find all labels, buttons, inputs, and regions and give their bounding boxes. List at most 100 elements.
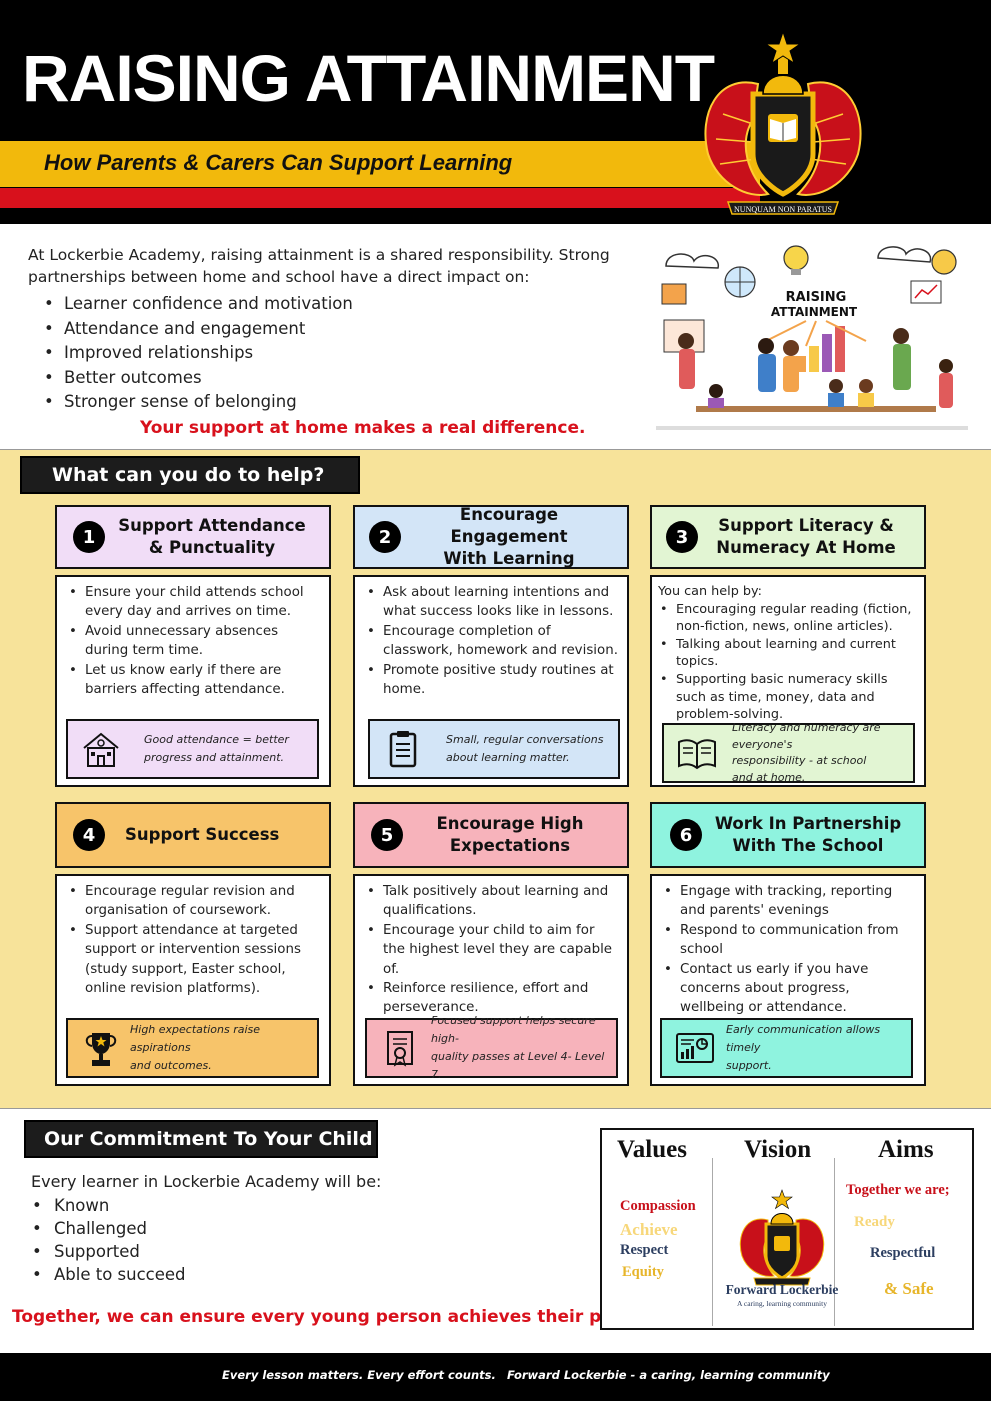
vision-heading: Vision (744, 1136, 812, 1163)
illustration-title-line2: ATTAINMENT (771, 305, 858, 319)
note-line: responsibility - at school (732, 754, 867, 767)
card-header-literacy: 3 Support Literacy & Numeracy At Home (650, 505, 926, 569)
list-item: Challenged (32, 1217, 186, 1240)
card-number: 6 (670, 819, 702, 851)
card-title: Support Attendance & Punctuality (105, 515, 329, 559)
note-line: and at home. (732, 770, 806, 784)
card-note-success: High expectations raise aspirations and … (66, 1018, 319, 1078)
note-text: Literacy and numeracy are everyone's res… (732, 720, 913, 786)
card-title: Encourage High Expectations (403, 813, 627, 857)
card-note-partnership: Early communication allows timely suppor… (660, 1018, 913, 1078)
card-title: Support Literacy & Numeracy At Home (698, 515, 924, 559)
card-note-attendance: Good attendance = better progress and at… (66, 719, 319, 779)
note-text: Focused support helps secure high- quali… (431, 1012, 616, 1084)
note-line: and outcomes. (130, 1059, 212, 1072)
card-title-line: Numeracy At Home (716, 538, 896, 557)
aims-heading: Aims (878, 1136, 934, 1163)
note-line: Good attendance = better (144, 733, 289, 746)
note-line: High expectations raise aspirations (130, 1023, 261, 1054)
note-text: Small, regular conversations about learn… (446, 731, 603, 767)
values-vision-aims-panel: Values Vision Aims Compassion Achieve Re… (600, 1128, 974, 1330)
column-divider (834, 1158, 835, 1326)
card-title-line: Encourage Engagement (450, 505, 568, 546)
card-number: 2 (369, 521, 401, 553)
commitment-callout: Together, we can ensure every young pers… (12, 1307, 683, 1327)
list-item: Ask about learning intentions and what s… (365, 583, 619, 622)
card-title-line: Encourage High (436, 814, 584, 833)
card-title-line: With Learning (443, 549, 575, 568)
card-title-line: Support Success (125, 825, 280, 844)
list-item: Talking about learning and current topic… (658, 636, 916, 671)
value-respect: Respect (620, 1242, 669, 1258)
book-icon (678, 739, 716, 770)
school-crest-icon: NUNQUAM NON PARATUS (704, 30, 862, 215)
list-item: Ensure your child attends school every d… (67, 583, 321, 622)
list-item: Able to succeed (32, 1263, 186, 1286)
list-item: Promote positive study routines at home. (365, 661, 619, 700)
aim-safe: & Safe (884, 1279, 934, 1298)
card-number: 3 (666, 521, 698, 553)
values-heading: Values (617, 1136, 687, 1163)
subtitle-band (0, 141, 760, 187)
card-note-expectations: Focused support helps secure high- quali… (365, 1014, 618, 1081)
list-item: Supported (32, 1240, 186, 1263)
list-item: Improved relationships (44, 341, 353, 366)
card-title-line: & Punctuality (148, 538, 276, 557)
card-body-attendance: Ensure your child attends school every d… (55, 575, 331, 787)
dashboard-icon (676, 1033, 714, 1063)
page-title: RAISING ATTAINMENT (22, 41, 715, 115)
note-line: Early communication allows timely (726, 1023, 881, 1054)
list-item: Known (32, 1194, 186, 1217)
card-title-line: With The School (732, 836, 884, 855)
card-title-line: Expectations (449, 836, 571, 855)
footer-slogan: Every lesson matters. Every effort count… (222, 1368, 496, 1382)
list-item: Encourage completion of classwork, homew… (365, 622, 619, 661)
aim-respectful: Respectful (870, 1245, 936, 1261)
card-header-partnership: 6 Work In Partnership With The School (650, 802, 926, 868)
red-stripe (0, 188, 760, 208)
commitment-intro: Every learner in Lockerbie Academy will … (31, 1172, 382, 1191)
note-text: High expectations raise aspirations and … (130, 1021, 317, 1075)
note-line: about learning matter. (446, 751, 570, 764)
list-item: Encouraging regular reading (fiction, no… (658, 601, 916, 636)
commitment-list: Known Challenged Supported Able to succe… (32, 1194, 186, 1286)
note-text: Early communication allows timely suppor… (726, 1021, 911, 1075)
list-item: Respond to communication from school (662, 921, 916, 960)
card-title-line: Support Literacy & (718, 516, 894, 535)
card-number: 5 (371, 819, 403, 851)
value-equity: Equity (622, 1264, 664, 1280)
list-item: Encourage regular revision and organisat… (67, 882, 321, 921)
aims-intro: Together we are; (846, 1182, 950, 1198)
commitment-heading: Our Commitment To Your Child (24, 1120, 378, 1158)
trophy-icon (85, 1033, 117, 1066)
card-title: Work In Partnership With The School (702, 813, 924, 857)
note-line: Literacy and numeracy are everyone's (732, 721, 881, 751)
note-line: support. (726, 1059, 772, 1072)
column-divider (712, 1158, 713, 1326)
list-item: Encourage your child to aim for the high… (365, 921, 619, 979)
card-header-success: 4 Support Success (55, 802, 331, 868)
list-item: Support attendance at targeted support o… (67, 921, 321, 999)
impact-list: Learner confidence and motivation Attend… (44, 292, 353, 415)
note-line: Small, regular conversations (446, 733, 604, 746)
card-note-engagement: Small, regular conversations about learn… (368, 719, 620, 779)
card-number: 4 (73, 819, 105, 851)
card-title: Encourage Engagement With Learning (401, 504, 627, 570)
page-subtitle: How Parents & Carers Can Support Learnin… (44, 150, 513, 175)
list-item: Better outcomes (44, 366, 353, 391)
intro-paragraph: At Lockerbie Academy, raising attainment… (28, 246, 610, 286)
vision-tagline: A caring, learning community (737, 1299, 827, 1308)
classroom-illustration-icon: RAISING ATTAINMENT (656, 236, 968, 446)
card-lead: You can help by: (658, 584, 762, 599)
crest-motto: NUNQUAM NON PARATUS (734, 205, 832, 214)
card-title-line: Work In Partnership (714, 814, 902, 833)
list-item: Supporting basic numeracy skills such as… (658, 671, 916, 724)
clipboard-icon (389, 731, 417, 768)
card-header-attendance: 1 Support Attendance & Punctuality (55, 505, 331, 569)
footer-tagline: Forward Lockerbie - a caring, learning c… (507, 1368, 830, 1382)
card-header-engagement: 2 Encourage Engagement With Learning (353, 505, 629, 569)
card-note-literacy: Literacy and numeracy are everyone's res… (662, 720, 915, 786)
card-header-expectations: 5 Encourage High Expectations (353, 802, 629, 868)
note-text: Good attendance = better progress and at… (144, 731, 289, 767)
card-number: 1 (73, 521, 105, 553)
